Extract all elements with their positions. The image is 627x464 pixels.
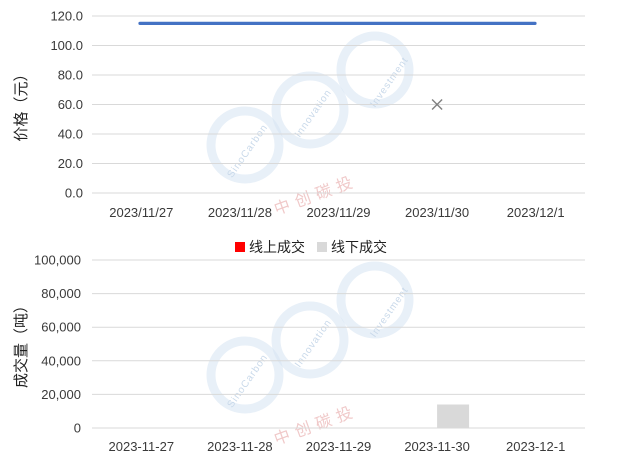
y-tick-label: 0.0 [65, 186, 83, 201]
volume-chart-x-ticks: 2023-11-27 2023-11-28 2023-11-29 2023-11-30… [109, 439, 566, 454]
y-tick-label: 20.0 [58, 156, 83, 171]
x-tick-label: 2023/11/30 [405, 205, 469, 220]
legend-label: 线下成交 [331, 239, 387, 256]
y-tick-label: 40.0 [58, 127, 83, 142]
volume-chart-gridlines [92, 259, 585, 429]
price-x-marker [431, 99, 443, 110]
x-tick-label: 2023/11/29 [306, 205, 370, 220]
watermark-text: Innovation [293, 317, 334, 369]
watermark-ring [206, 336, 284, 414]
y-tick-label: 100.0 [50, 38, 83, 53]
y-tick-label: 20,000 [41, 387, 81, 402]
legend-swatch [235, 242, 245, 252]
price-chart-series [138, 21, 537, 110]
x-tick-label: 2023/12/1 [507, 205, 565, 220]
watermark-ring [271, 71, 349, 149]
price-chart-x-ticks: 2023/11/27 2023/11/28 2023/11/29 2023/11/30… [109, 205, 564, 220]
y-tick-label: 80.0 [58, 68, 83, 83]
watermark-ring [271, 301, 349, 379]
x-tick-label: 2023-11-28 [207, 439, 273, 454]
price-chart-gridlines [92, 15, 585, 194]
volume-chart-y-ticks: 0 20,000 40,000 60,000 80,000 100,000 [34, 253, 81, 436]
x-tick-label: 2023-11-29 [306, 439, 372, 454]
y-tick-label: 60.0 [58, 97, 83, 112]
watermark-ring [206, 106, 284, 184]
x-tick-label: 2023-11-27 [109, 439, 175, 454]
volume-chart-bars [437, 404, 470, 428]
y-tick-label: 40,000 [41, 353, 81, 368]
legend-label: 线上成交 [249, 239, 305, 256]
watermark-ring [336, 261, 414, 339]
volume-chart-legend: 线上成交 线下成交 [235, 239, 387, 256]
price-chart-y-axis-label: 价格（元） [12, 66, 30, 141]
volume-chart-y-axis-label: 成交量（吨） [12, 298, 30, 388]
legend-item: 线下成交 [317, 239, 387, 256]
y-tick-label: 0 [74, 421, 81, 436]
volume-bar [437, 404, 470, 428]
legend-item: 线上成交 [235, 239, 305, 256]
y-tick-label: 60,000 [41, 320, 81, 335]
x-tick-label: 2023-12-1 [506, 439, 565, 454]
y-tick-label: 80,000 [41, 286, 81, 301]
legend-swatch [317, 242, 327, 252]
x-tick-label: 2023/11/28 [208, 205, 272, 220]
y-tick-label: 100,000 [34, 253, 81, 268]
x-tick-label: 2023/11/27 [109, 205, 173, 220]
y-tick-label: 120.0 [50, 9, 83, 24]
x-tick-label: 2023-11-30 [404, 439, 470, 454]
watermark-text: Innovation [293, 87, 334, 139]
price-chart-y-ticks: 0.0 20.0 40.0 60.0 80.0 100.0 120.0 [50, 9, 83, 201]
